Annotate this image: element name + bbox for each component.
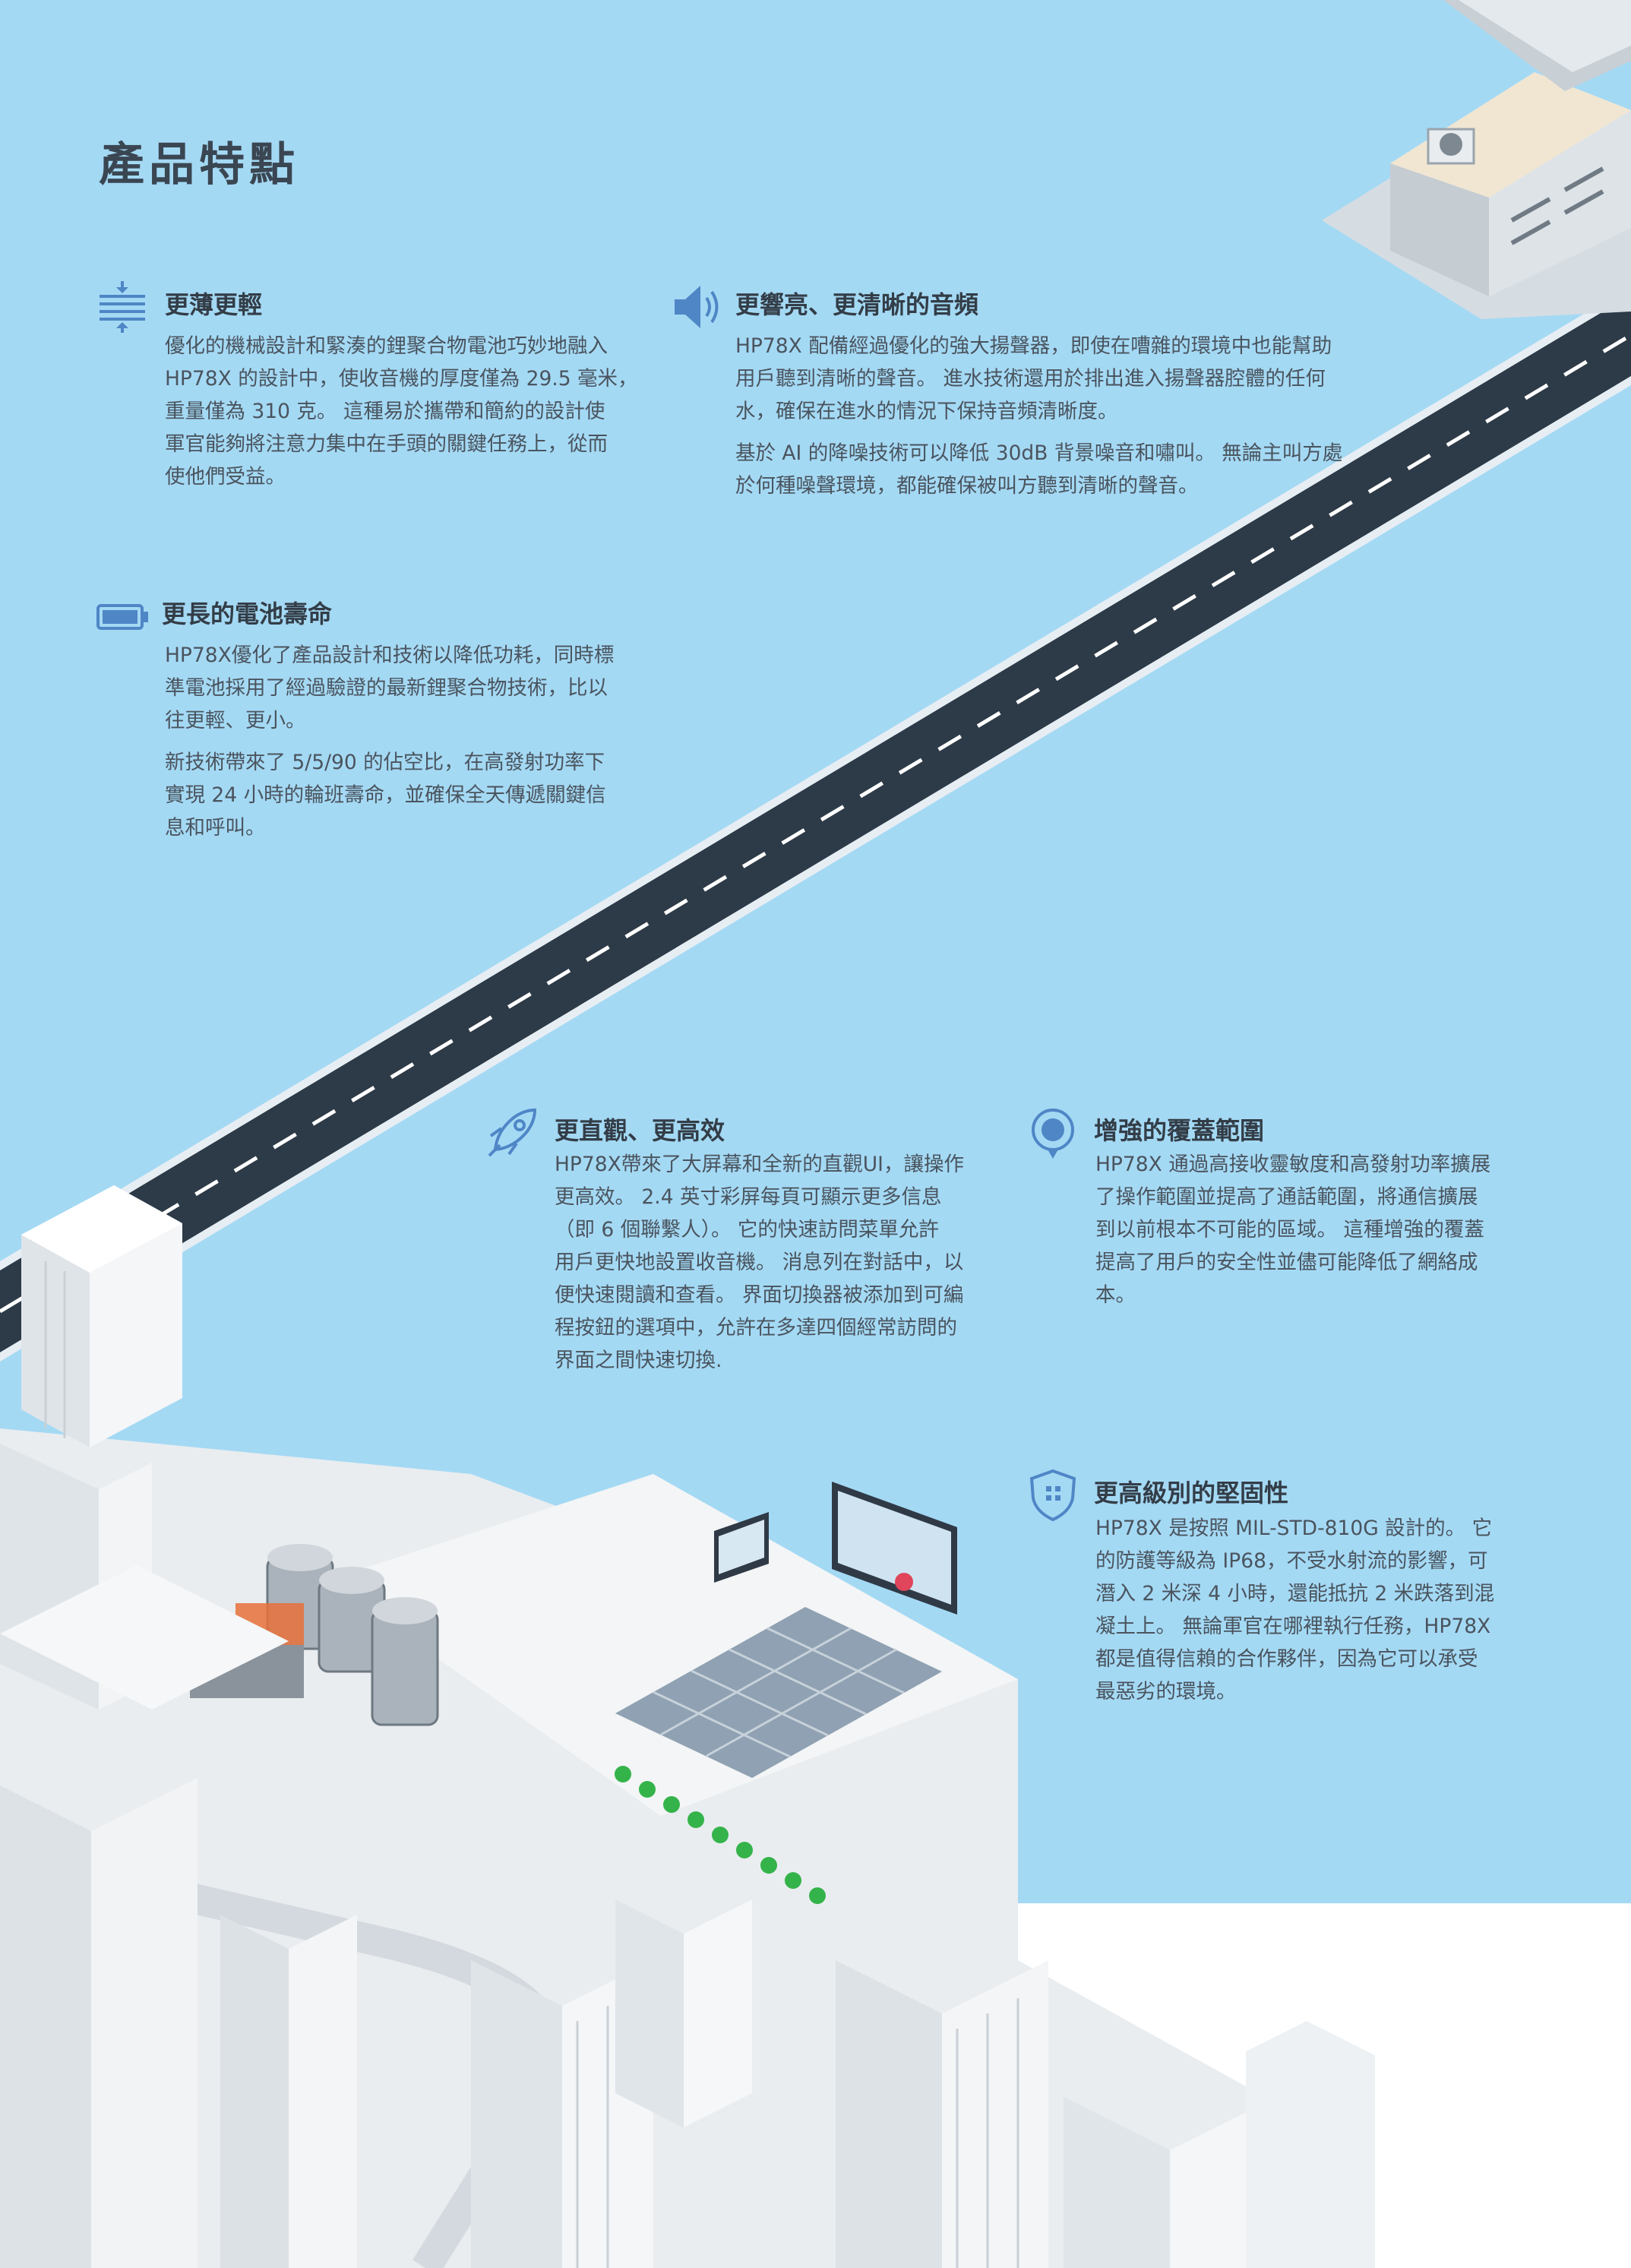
feature-body: HP78X 配備經過優化的強大揚聲器，即使在嘈雜的環境中也能幫助 用戶聽到清晰的…	[735, 330, 1442, 511]
feature-body: HP78X帶來了大屏幕和全新的直觀UI，讓操作 更高效。 2.4 英寸彩屏每頁可…	[555, 1148, 1041, 1386]
feature-body: 優化的機械設計和緊湊的鋰聚合物電池巧妙地融入 HP78X 的設計中，使收音機的厚…	[165, 330, 681, 502]
body-line: HP78X帶來了大屏幕和全新的直觀UI，讓操作	[555, 1153, 964, 1176]
feature-title: 更長的電池壽命	[162, 599, 333, 628]
body-line: 界面之間快速切換.	[555, 1349, 722, 1372]
feature-title: 更直觀、更高效	[555, 1116, 725, 1145]
battery-icon	[95, 589, 150, 644]
body-line: HP78X 的設計中，使收音機的厚度僅為 29.5 毫米，	[165, 367, 638, 391]
body-line: 本。	[1095, 1283, 1136, 1307]
body-line: 往更輕、更小。	[165, 709, 306, 732]
body-line: HP78X 是按照 MIL-STD-810G 設計的。 它	[1095, 1517, 1493, 1540]
feature-coverage: 增強的覆蓋範圍 HP78X 通過高接收靈敏度和高發射功率擴展 了操作範圍並提高了…	[1026, 1106, 1573, 1318]
body-line: 都是值得信賴的合作夥伴，因為它可以承受	[1095, 1647, 1478, 1671]
body-line: 潛入 2 米深 4 小時，還能抵抗 2 米跌落到混	[1095, 1582, 1495, 1605]
feature-intuitive-ui: 更直觀、更高效 HP78X帶來了大屏幕和全新的直觀UI，讓操作 更高效。 2.4…	[485, 1106, 1032, 1379]
road	[0, 286, 1631, 1362]
feature-title: 增強的覆蓋範圍	[1094, 1116, 1265, 1145]
body-line: 新技術帶來了 5/5/90 的佔空比，在高發射功率下	[165, 751, 605, 774]
body-line: 程按鈕的選項中，允許在多達四個經常訪問的	[555, 1316, 957, 1340]
feature-audio: 更響亮、更清晰的音頻 HP78X 配備經過優化的強大揚聲器，即使在嘈雜的環境中也…	[669, 280, 1443, 508]
shield-icon	[1026, 1468, 1080, 1523]
feature-body: HP78X 是按照 MIL-STD-810G 設計的。 它 的防護等級為 IP6…	[1095, 1512, 1566, 1717]
body-line: 實現 24 小時的輪班壽命，並確保全天傳遞關鍵信	[165, 783, 606, 807]
body-line: 使他們受益。	[165, 465, 286, 489]
feature-battery: 更長的電池壽命 HP78X優化了產品設計和技術以降低功耗，同時標 準電池採用了經…	[95, 589, 703, 862]
feature-title: 更高級別的堅固性	[1094, 1479, 1289, 1507]
thin-layers-icon	[95, 280, 150, 334]
body-line: HP78X 通過高接收靈敏度和高發射功率擴展	[1095, 1153, 1491, 1176]
body-line: 到以前根本不可能的區域。 這種增強的覆蓋	[1095, 1218, 1484, 1242]
body-line: 的防護等級為 IP68，不受水射流的影響，可	[1095, 1549, 1488, 1573]
body-line: HP78X 配備經過優化的強大揚聲器，即使在嘈雜的環境中也能幫助	[735, 334, 1332, 358]
speaker-icon	[669, 280, 723, 334]
body-line: 了操作範圍並提高了通話範圍，將通信擴展	[1095, 1185, 1478, 1209]
body-line: 準電池採用了經過驗證的最新鋰聚合物技術，比以	[165, 676, 608, 700]
city-towers	[0, 1185, 1375, 2268]
body-line: 用戶聽到清晰的聲音。 進水技術還用於排出進入揚聲器腔體的任何	[735, 367, 1326, 391]
feature-body: HP78X優化了產品設計和技術以降低功耗，同時標 準電池採用了經過驗證的最新鋰聚…	[165, 639, 681, 853]
body-line: HP78X優化了產品設計和技術以降低功耗，同時標	[165, 644, 615, 667]
body-line: 軍官能夠將注意力集中在手頭的關鍵任務上，從而	[165, 432, 608, 456]
feature-ruggedness: 更高級別的堅固性 HP78X 是按照 MIL-STD-810G 設計的。 它 的…	[1026, 1468, 1573, 1719]
body-line: 基於 AI 的降噪技術可以降低 30dB 背景噪音和嘯叫。 無論主叫方處	[735, 441, 1343, 465]
body-line: 用戶更快地設置收音機。 消息列在對話中，以	[555, 1251, 964, 1274]
body-line: 於何種噪聲環境，都能確保被叫方聽到清晰的聲音。	[735, 474, 1199, 498]
body-line: 便快速閱讀和查看。 界面切換器被添加到可編	[555, 1283, 964, 1307]
feature-title: 更薄更輕	[165, 290, 263, 319]
body-line: （即 6 個聯繫人）。 它的快速訪問菜單允許	[555, 1218, 939, 1242]
body-line: 重量僅為 310 克。 這種易於攜帶和簡約的設計使	[165, 400, 605, 423]
building-top-right	[1322, 0, 1631, 319]
body-line: 息和呼叫。	[165, 816, 266, 840]
body-line: 水，確保在進水的情況下保持音頻清晰度。	[735, 400, 1118, 423]
rocket-icon	[485, 1106, 539, 1160]
body-line: 凝土上。 無論軍官在哪裡執行任務，HP78X	[1095, 1615, 1491, 1638]
page-title: 產品特點	[99, 138, 299, 191]
body-line: 提高了用戶的安全性並儘可能降低了網絡成	[1095, 1251, 1478, 1274]
feature-thin-light: 更薄更輕 優化的機械設計和緊湊的鋰聚合物電池巧妙地融入 HP78X 的設計中，使…	[95, 280, 703, 492]
body-line: 更高效。 2.4 英寸彩屏每頁可顯示更多信息	[555, 1185, 942, 1209]
body-line: 優化的機械設計和緊湊的鋰聚合物電池巧妙地融入	[165, 334, 608, 358]
body-line: 最惡劣的環境。	[1095, 1680, 1237, 1703]
feature-body: HP78X 通過高接收靈敏度和高發射功率擴展 了操作範圍並提高了通話範圍，將通信…	[1095, 1148, 1566, 1321]
coverage-pin-icon	[1026, 1106, 1080, 1160]
feature-title: 更響亮、更清晰的音頻	[735, 290, 979, 319]
